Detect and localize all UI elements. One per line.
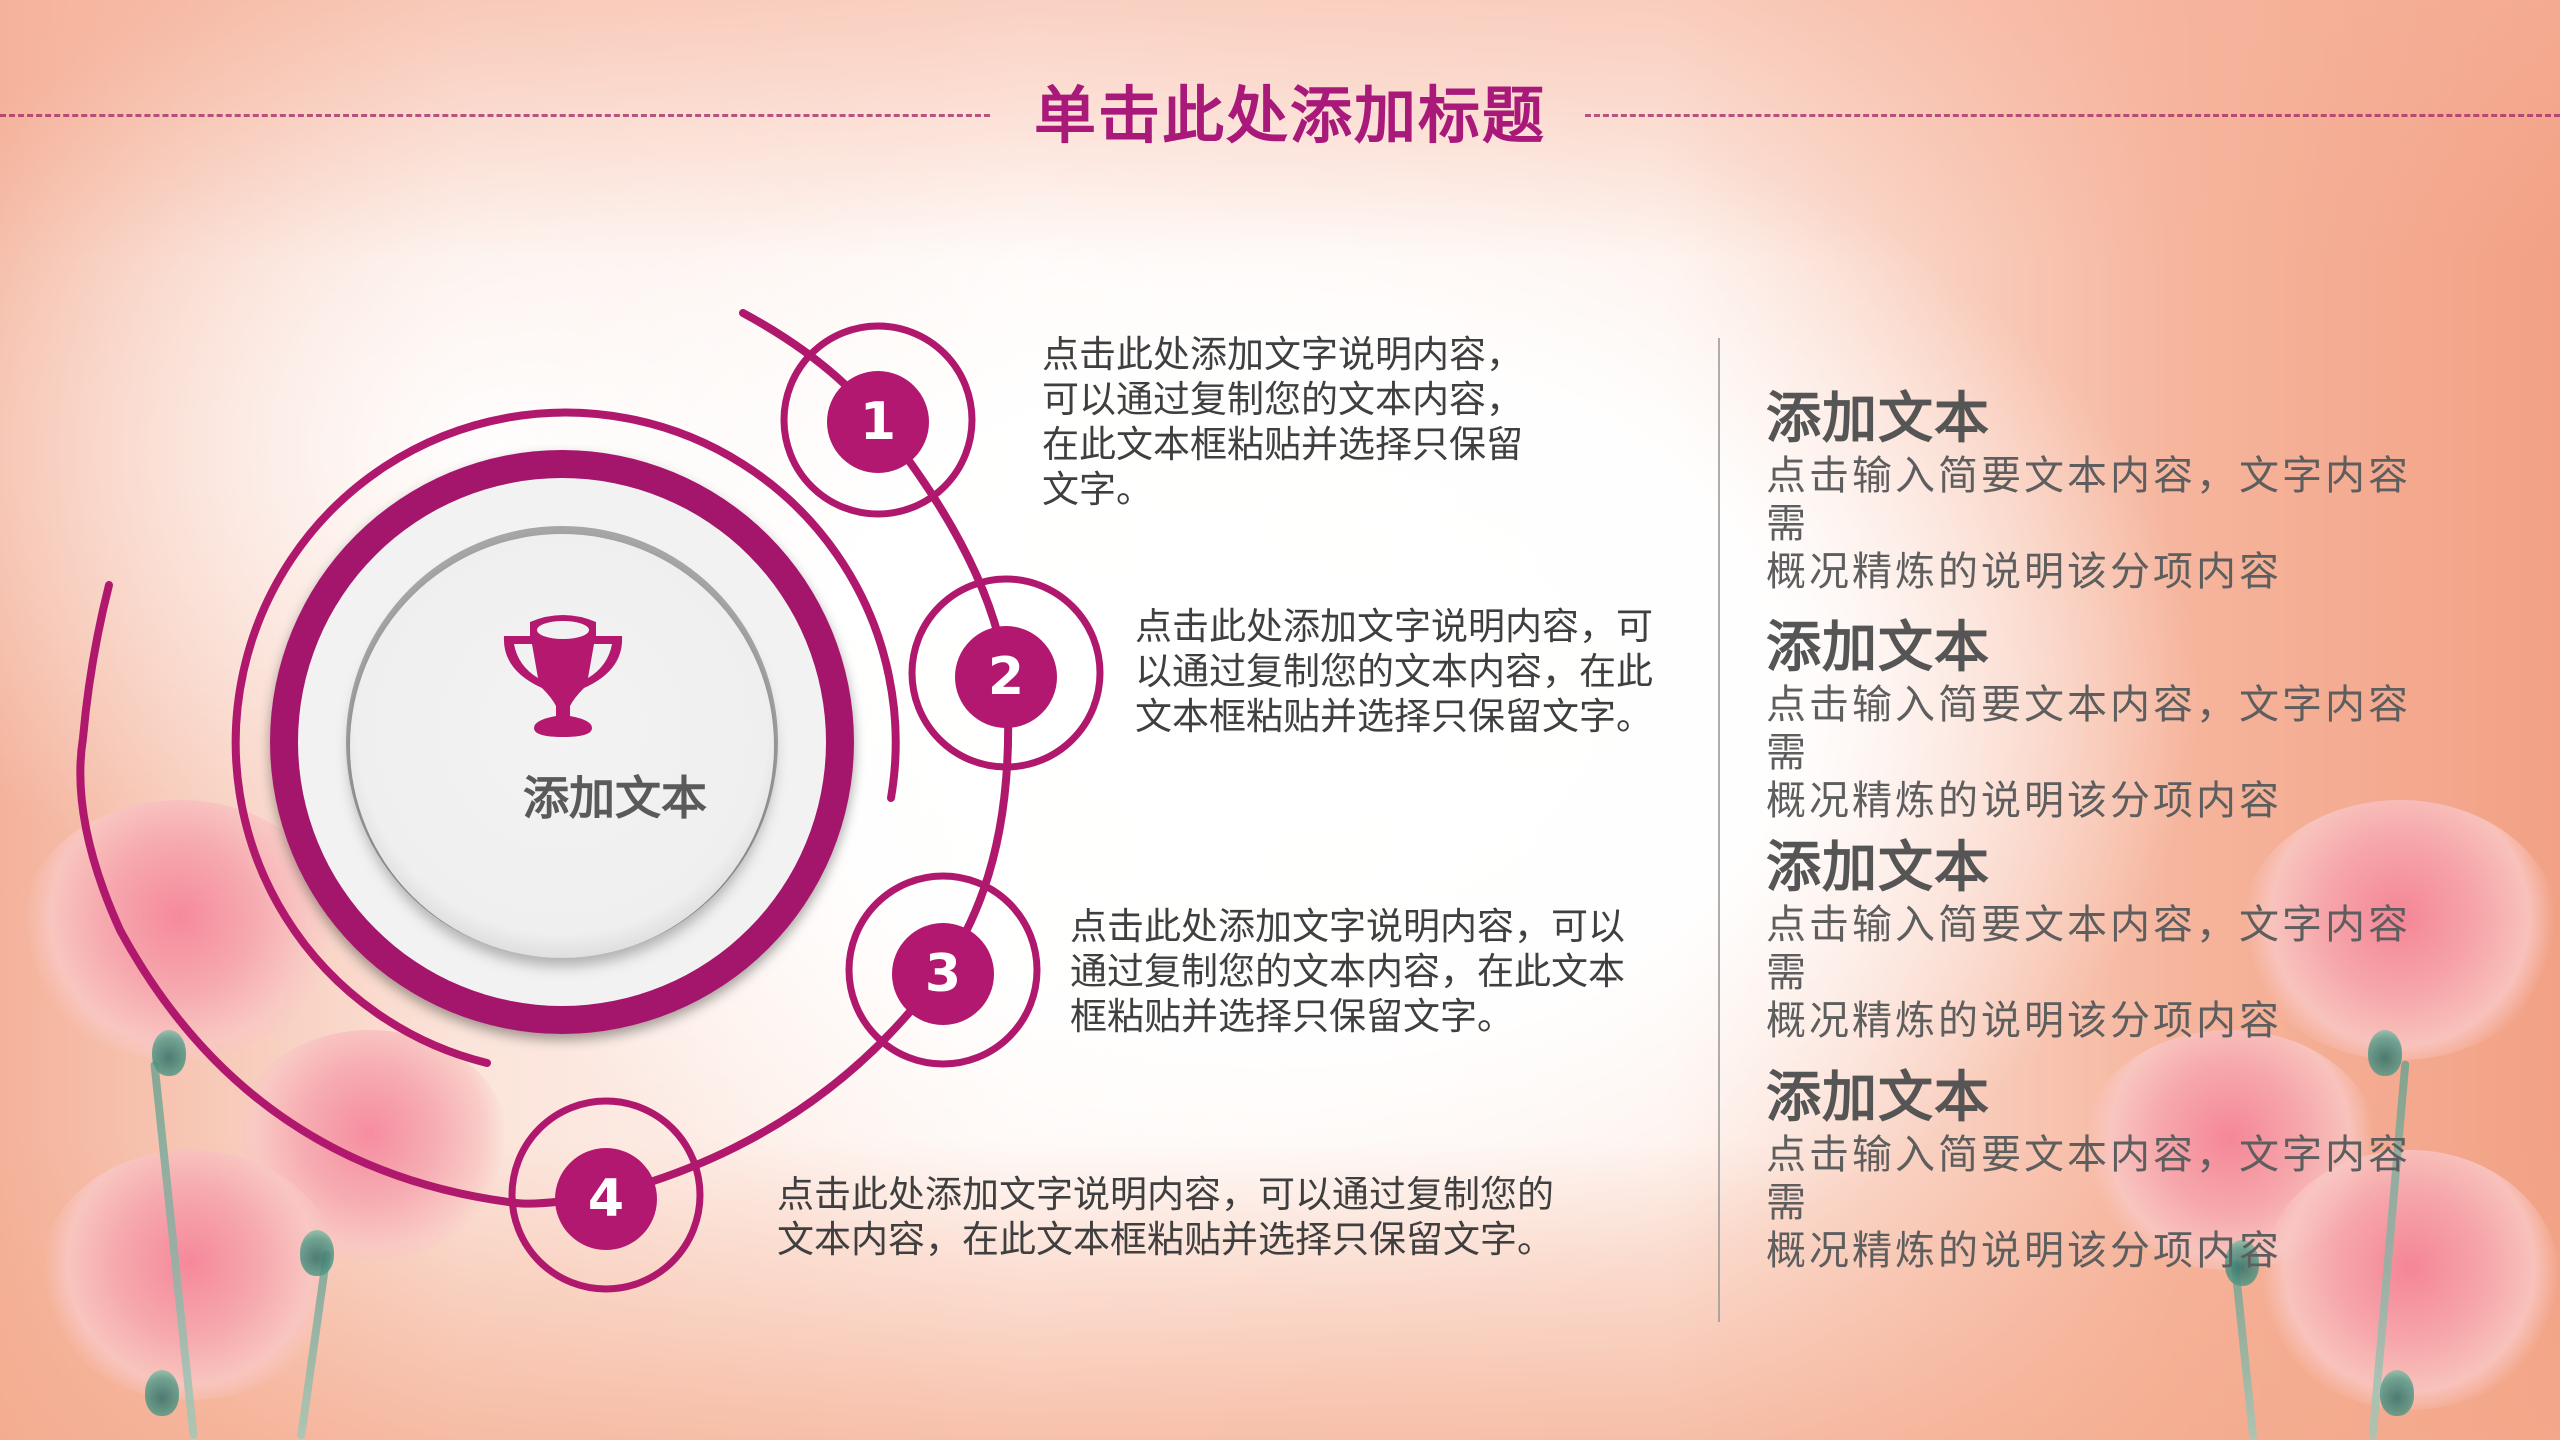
step-node-1 xyxy=(780,322,976,518)
trophy-icon xyxy=(503,615,623,737)
watercolor-top xyxy=(0,0,2560,260)
step-node-3 xyxy=(845,872,1041,1068)
carnation-flower xyxy=(40,1150,340,1400)
side-item-4: 添加文本 点击输入简要文本内容，文字内容需 概况精炼的说明该分项内容 xyxy=(1766,1065,2446,1275)
side-item-1: 添加文本 点击输入简要文本内容，文字内容需 概况精炼的说明该分项内容 xyxy=(1766,386,2446,596)
side-item-2: 添加文本 点击输入简要文本内容，文字内容需 概况精炼的说明该分项内容 xyxy=(1766,615,2446,825)
side-item-heading[interactable]: 添加文本 xyxy=(1766,615,1991,679)
flower-bud xyxy=(152,1030,186,1076)
side-item-heading[interactable]: 添加文本 xyxy=(1766,386,1991,450)
title-dashed-line-right xyxy=(1585,114,2560,117)
side-item-body[interactable]: 点击输入简要文本内容，文字内容需 概况精炼的说明该分项内容 xyxy=(1766,902,2411,1044)
carnation-flower xyxy=(2260,1150,2560,1410)
step-3-description[interactable]: 点击此处添加文字说明内容，可以 通过复制您的文本内容，在此文本 框粘贴并选择只保… xyxy=(1070,905,1625,1038)
step-number-4: 4 xyxy=(587,1169,625,1229)
flower-bud xyxy=(2368,1030,2402,1076)
carnation-flower xyxy=(2240,800,2560,1060)
side-item-heading[interactable]: 添加文本 xyxy=(1766,835,1991,899)
side-item-body[interactable]: 点击输入简要文本内容，文字内容需 概况精炼的说明该分项内容 xyxy=(1766,682,2411,824)
step-node-4 xyxy=(508,1097,704,1293)
side-item-body[interactable]: 点击输入简要文本内容，文字内容需 概况精炼的说明该分项内容 xyxy=(1766,453,2411,595)
side-item-3: 添加文本 点击输入简要文本内容，文字内容需 概况精炼的说明该分项内容 xyxy=(1766,835,2446,1045)
step-2-description[interactable]: 点击此处添加文字说明内容，可 以通过复制您的文本内容，在此 文本框粘贴并选择只保… xyxy=(1135,605,1653,738)
spiral-connector-arc xyxy=(76,309,1013,1208)
step-4-description[interactable]: 点击此处添加文字说明内容，可以通过复制您的 文本内容，在此文本框粘贴并选择只保留… xyxy=(777,1173,1554,1261)
flower-bud xyxy=(2380,1370,2414,1416)
flower-bud xyxy=(300,1230,334,1276)
step-number-2: 2 xyxy=(987,647,1025,707)
title-dashed-line-left xyxy=(0,114,990,117)
vertical-divider xyxy=(1718,338,1720,1322)
step-node-2 xyxy=(908,575,1104,771)
center-plate xyxy=(350,534,774,958)
flower-bud xyxy=(2225,1240,2259,1286)
slide-title[interactable]: 单击此处添加标题 xyxy=(1033,79,1546,152)
step-number-1: 1 xyxy=(859,392,897,452)
side-item-body[interactable]: 点击输入简要文本内容，文字内容需 概况精炼的说明该分项内容 xyxy=(1766,1132,2411,1274)
center-outer-thin-arc xyxy=(231,408,900,1067)
flower-bud xyxy=(145,1370,179,1416)
center-label[interactable]: 添加文本 xyxy=(523,771,707,825)
side-item-heading[interactable]: 添加文本 xyxy=(1766,1065,1991,1129)
step-1-description[interactable]: 点击此处添加文字说明内容， 可以通过复制您的文本内容， 在此文本框粘贴并选择只保… xyxy=(1042,333,1523,511)
step-number-3: 3 xyxy=(924,944,962,1004)
